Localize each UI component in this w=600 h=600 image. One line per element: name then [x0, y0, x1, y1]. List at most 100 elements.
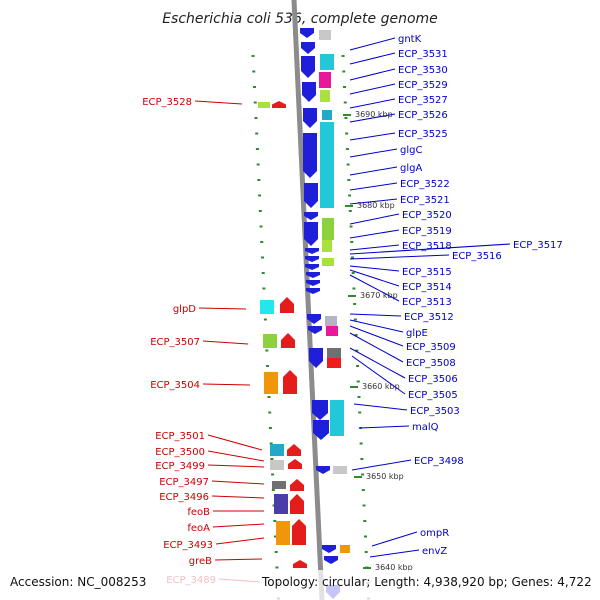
tick-mark: [364, 551, 368, 553]
tick-mark: [269, 442, 273, 445]
reverse-gene-label: ECP_3500: [155, 447, 205, 458]
reverse-label-leader: [207, 434, 263, 451]
tick-mark: [346, 163, 350, 166]
tick-mark: [259, 225, 263, 228]
forward-label-leader: [371, 531, 418, 547]
reverse-label-leader: [214, 558, 263, 561]
tick-mark: [273, 520, 277, 522]
forward-gene-label: ECP_3520: [402, 210, 452, 221]
forward-gene-arrow: [308, 326, 322, 334]
tick-mark: [361, 473, 365, 476]
scale-label: 3650 kbp: [366, 472, 404, 481]
forward-label-leader: [349, 347, 406, 379]
forward-label-leader: [349, 182, 398, 191]
forward-gene-arrow: [306, 280, 320, 286]
forward-label-leader: [349, 198, 398, 205]
gene-block: [319, 72, 331, 88]
forward-gene-arrow: [322, 545, 336, 553]
tick-mark: [273, 535, 277, 538]
reverse-label-leader: [198, 307, 247, 310]
forward-label-leader: [349, 229, 400, 239]
forward-gene-label: ECP_3517: [513, 240, 563, 251]
forward-label-leader: [349, 132, 396, 141]
reverse-gene-arrow: [283, 370, 297, 394]
forward-gene-arrow: [302, 82, 316, 102]
reverse-label-leader: [207, 464, 265, 468]
tick-mark: [255, 132, 259, 135]
tick-mark: [275, 566, 279, 569]
forward-gene-arrow: [303, 108, 317, 128]
gene-block: [320, 122, 334, 208]
forward-gene-label: malQ: [412, 422, 439, 433]
gene-block: [260, 300, 274, 314]
reverse-label-leader: [207, 450, 265, 462]
gene-block: [322, 240, 332, 252]
tick-mark: [344, 117, 348, 119]
forward-gene-arrow: [316, 466, 330, 474]
forward-gene-label: ECP_3526: [398, 110, 448, 121]
reverse-gene-label: feoB: [187, 507, 210, 518]
scale-label: 3680 kbp: [357, 201, 395, 210]
forward-label-leader: [349, 243, 511, 255]
reverse-gene-label: ECP_3497: [159, 477, 209, 488]
gene-block: [320, 90, 330, 102]
forward-gene-arrow: [309, 348, 323, 368]
tick-mark: [256, 163, 260, 166]
tick-mark: [347, 179, 351, 181]
gene-block: [258, 102, 270, 108]
forward-gene-label: ECP_3515: [402, 267, 452, 278]
gene-block: [322, 258, 334, 266]
tick-mark: [362, 504, 366, 507]
forward-gene-label: envZ: [422, 546, 447, 557]
forward-label-leader: [349, 254, 450, 260]
tick-mark: [356, 365, 360, 367]
forward-label-leader: [349, 166, 398, 176]
reverse-gene-arrow: [293, 560, 307, 568]
tick-mark: [353, 318, 357, 321]
reverse-gene-arrow: [288, 459, 302, 469]
tick-mark: [360, 458, 364, 460]
gene-block: [276, 521, 290, 545]
forward-label-leader: [369, 549, 420, 558]
gene-block: [264, 372, 278, 394]
forward-gene-label: ECP_3503: [410, 406, 460, 417]
forward-label-leader: [349, 265, 400, 272]
forward-label-leader: [359, 425, 410, 429]
forward-label-leader: [349, 244, 400, 251]
gene-labels: gntKECP_3531ECP_3530ECP_3529ECP_3527ECP_…: [142, 34, 563, 586]
tick-mark: [342, 70, 346, 73]
forward-label-leader: [349, 325, 404, 347]
reverse-gene-label: ECP_3528: [142, 97, 192, 108]
tick-mark: [352, 287, 356, 290]
forward-label-leader: [353, 403, 408, 411]
reverse-gene-arrow: [287, 444, 301, 456]
map-title: Escherichia coli 536, complete genome: [162, 11, 438, 27]
reverse-gene-label: ECP_3507: [150, 337, 200, 348]
tick-mark: [343, 101, 347, 104]
tick-mark: [268, 427, 272, 429]
tick-mark: [359, 442, 363, 445]
tick-mark: [271, 489, 275, 491]
forward-gene-label: ECP_3513: [402, 297, 452, 308]
accession-text: Accession: NC_008253: [10, 575, 146, 589]
tick-mark: [271, 473, 275, 476]
scale-label: 3660 kbp: [362, 382, 400, 391]
forward-label-leader: [351, 355, 406, 395]
tick-mark: [274, 551, 278, 553]
gene-block: [325, 316, 337, 326]
forward-label-leader: [349, 68, 396, 81]
forward-gene-label: ECP_3506: [408, 374, 458, 385]
tick-mark: [263, 318, 267, 321]
tick-mark: [262, 287, 266, 290]
tick-mark: [343, 86, 347, 88]
forward-gene-arrow: [305, 264, 319, 270]
tick-mark: [261, 272, 265, 274]
scale-tick: [345, 205, 353, 207]
footer-backdrop: [0, 570, 600, 600]
tick-mark: [345, 132, 349, 135]
forward-label-leader: [349, 98, 396, 109]
scale-label: 3640 kbp: [375, 563, 413, 572]
gene-block: [322, 110, 332, 120]
tick-mark: [254, 117, 258, 119]
